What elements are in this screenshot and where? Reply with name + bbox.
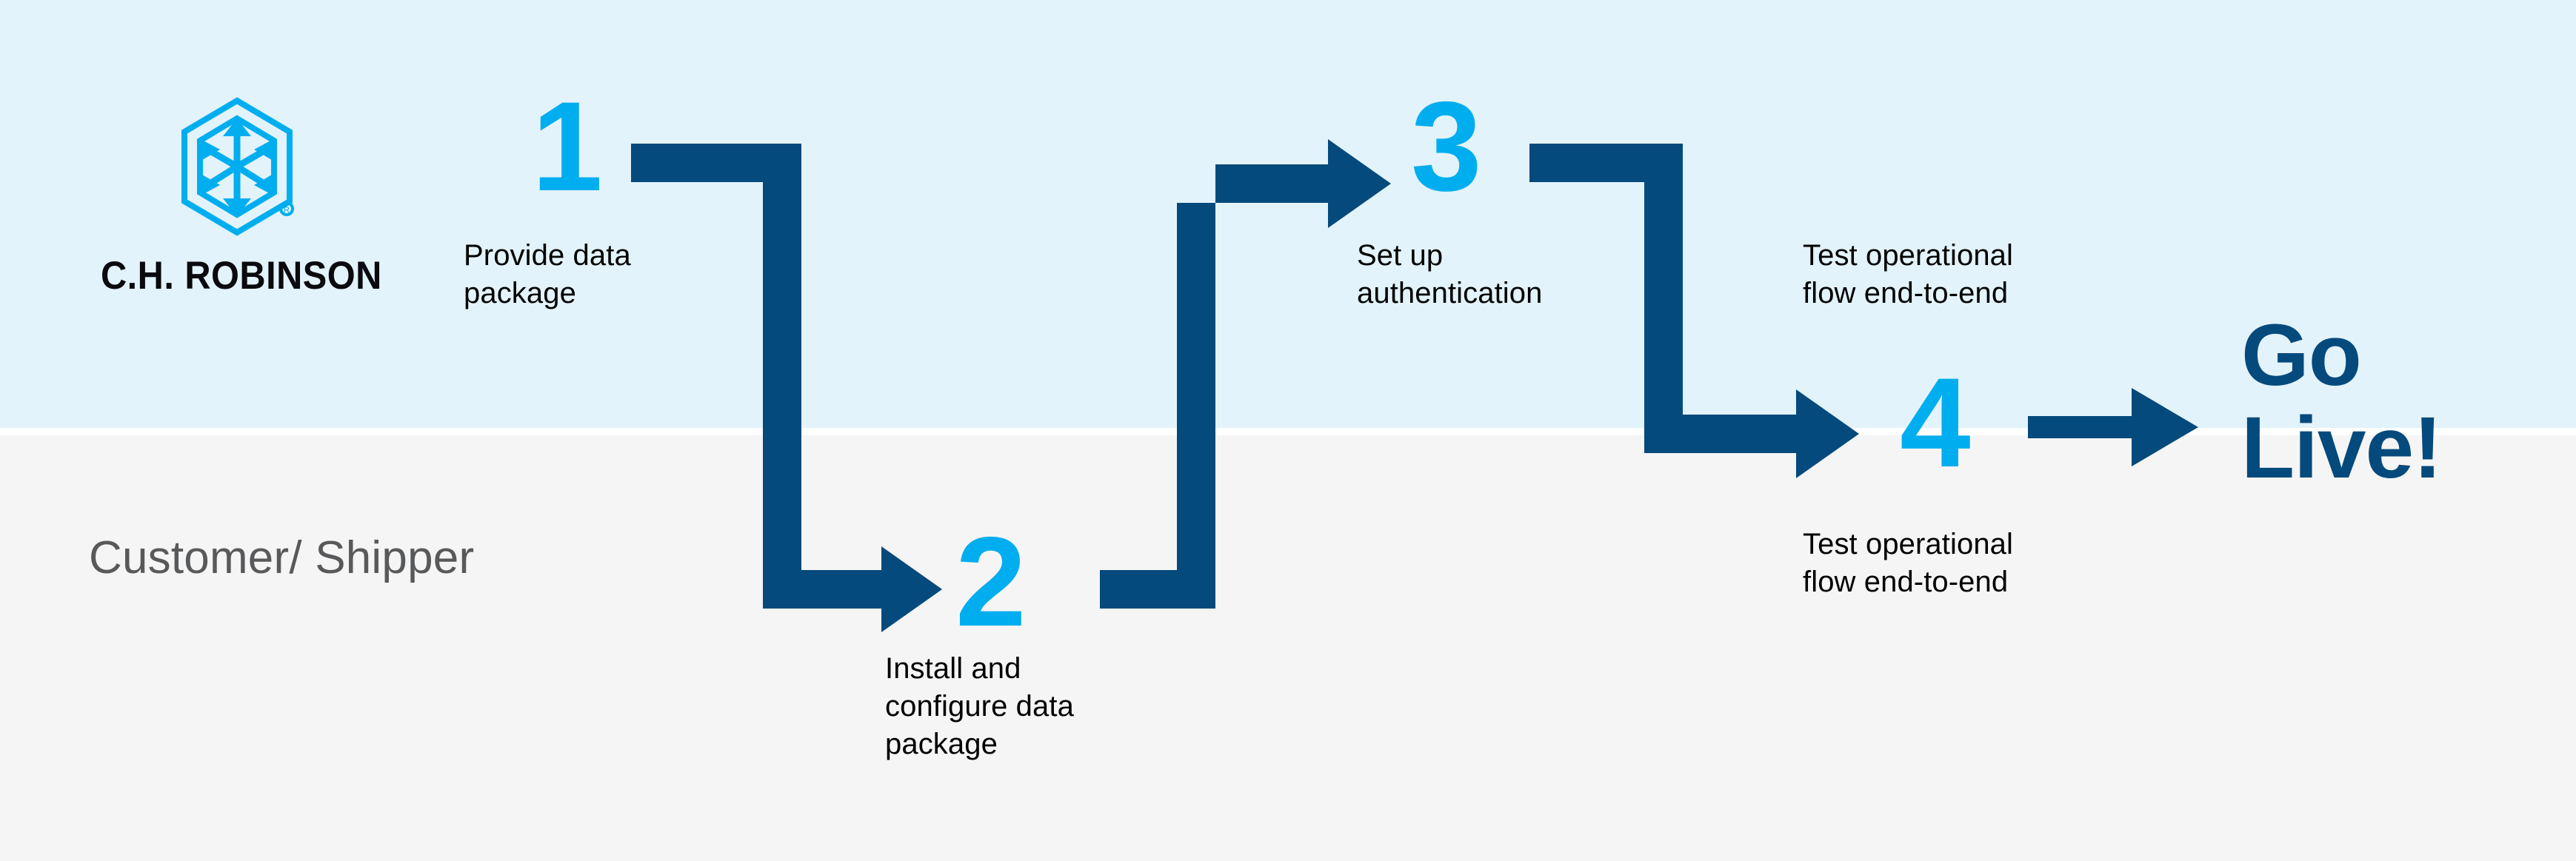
svg-text:R: R bbox=[284, 206, 290, 215]
lane-label-customer: Customer/ Shipper bbox=[89, 532, 475, 583]
step-caption-3: Set up authentication bbox=[1357, 239, 1543, 310]
lane-band-customer bbox=[0, 435, 2576, 861]
lane-band-chrobinson bbox=[0, 0, 2576, 428]
ch-robinson-cube-logo-icon: R bbox=[174, 96, 300, 237]
step-number-4: 4 bbox=[1900, 352, 1971, 494]
step-caption-2: Install and configure data package bbox=[885, 652, 1074, 761]
step-number-1: 1 bbox=[532, 76, 603, 218]
brand-block: R C.H. ROBINSON bbox=[89, 96, 385, 298]
step-number-2: 2 bbox=[955, 511, 1027, 653]
brand-wordmark: C.H. ROBINSON bbox=[101, 254, 382, 298]
step-caption-3b: Test operational flow end-to-end bbox=[1803, 239, 2014, 310]
step-caption-1: Provide data package bbox=[464, 239, 631, 310]
go-live-label: Go Live! bbox=[2241, 306, 2442, 497]
step-caption-4: Test operational flow end-to-end bbox=[1803, 528, 2014, 599]
step-number-3: 3 bbox=[1411, 76, 1482, 218]
